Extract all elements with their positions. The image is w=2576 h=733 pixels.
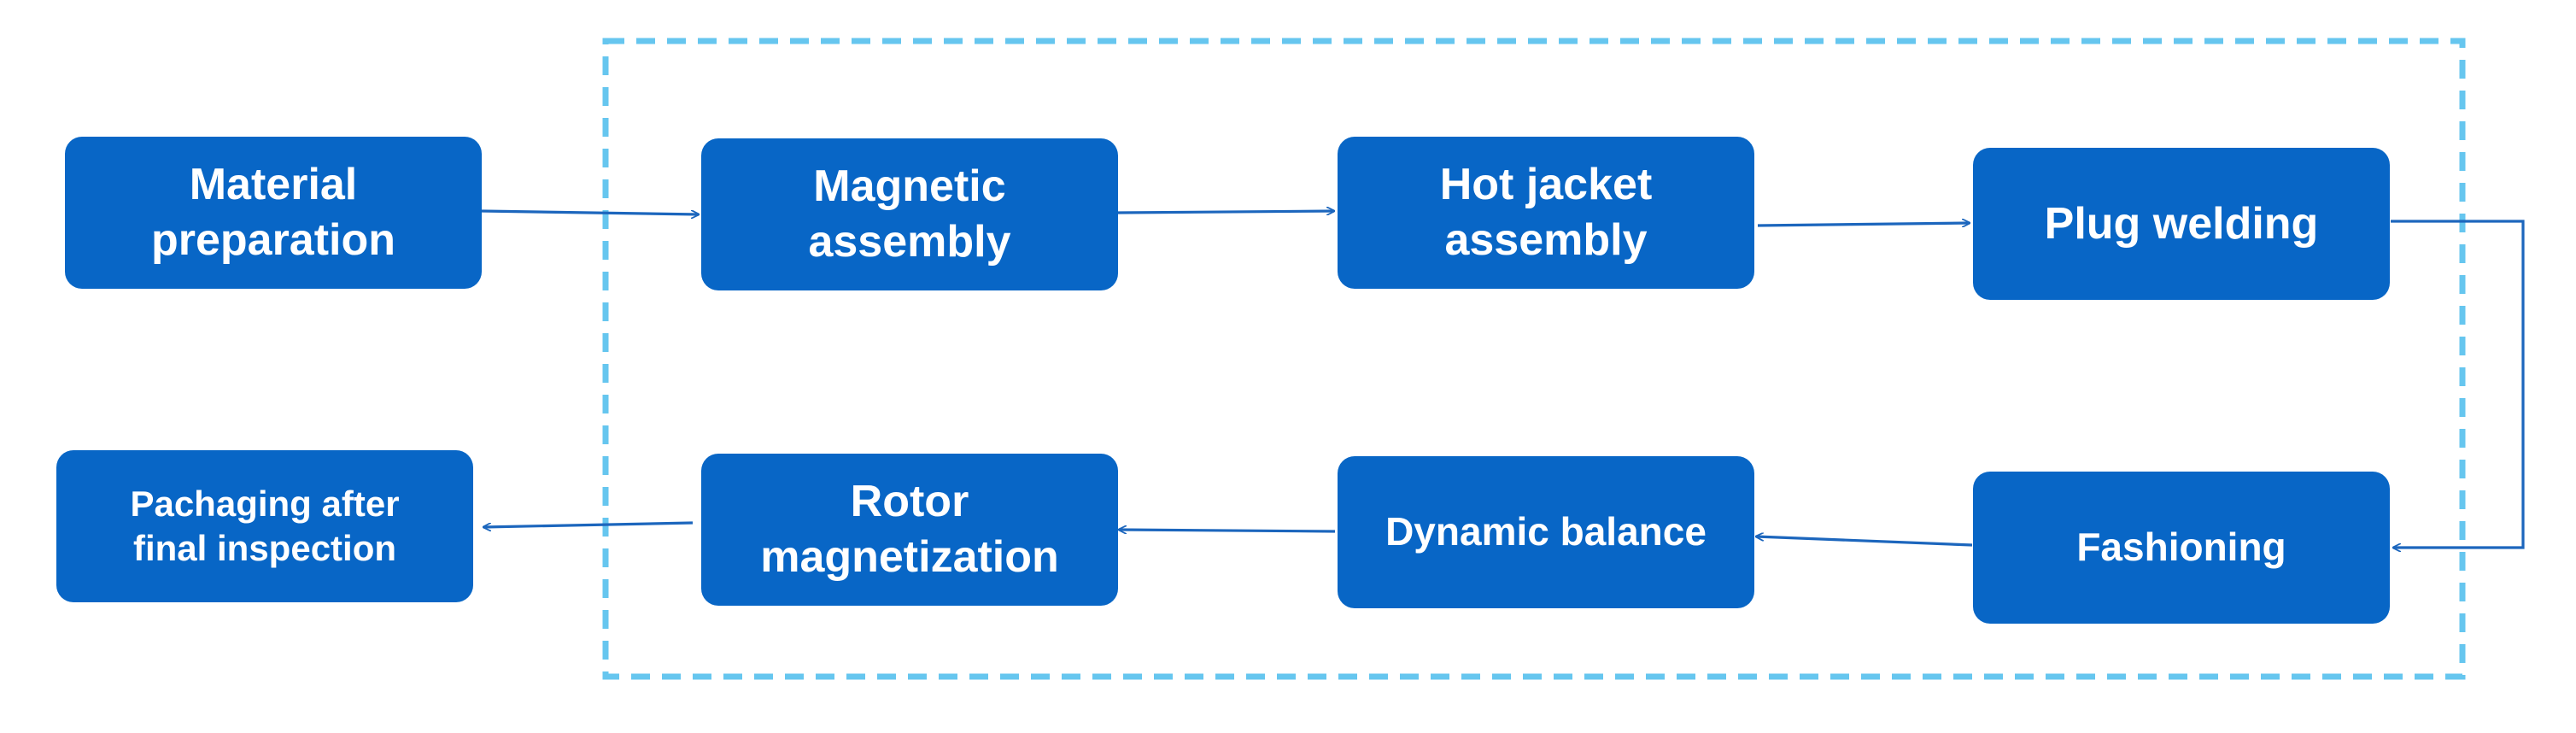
node-hot-jacket-assembly: Hot jacket assembly <box>1338 137 1754 289</box>
arrow-plug-to-fashioning <box>2391 220 2525 548</box>
arrow-fashioning-to-dynamic <box>1756 537 1973 547</box>
arrow-rotor-to-packaging <box>483 521 694 527</box>
node-material-preparation: Material preparation <box>65 137 482 289</box>
arrow-material-to-magnetic <box>481 209 699 214</box>
arrow-magnetic-to-hotjacket <box>1117 211 1334 213</box>
node-fashioning: Fashioning <box>1973 472 2390 624</box>
node-dynamic-balance: Dynamic balance <box>1338 456 1754 608</box>
arrow-dynamic-to-rotor <box>1119 530 1336 531</box>
node-magnetic-assembly: Magnetic assembly <box>701 138 1118 290</box>
node-pachaging-after-final-inspection: Pachaging after final inspection <box>56 450 473 602</box>
node-rotor-magnetization: Rotor magnetization <box>701 454 1118 606</box>
arrow-hotjacket-to-plug <box>1757 223 1970 226</box>
node-plug-welding: Plug welding <box>1973 148 2390 300</box>
